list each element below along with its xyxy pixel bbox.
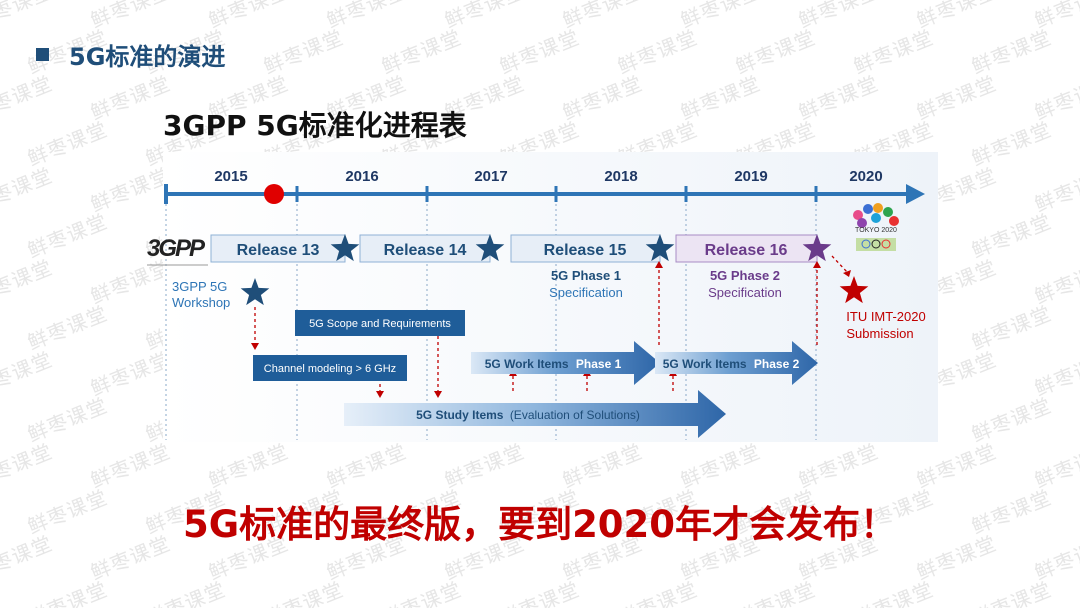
study-items-arrow: 5G Study Items (Evaluation of Solutions) [344, 390, 726, 438]
channel-modeling-bar: Channel modeling > 6 GHz [253, 355, 407, 381]
star-release-15-icon [645, 234, 675, 262]
tokyo-2020-logo: TOKYO 2020 [853, 203, 899, 251]
wi2-phase-label: Phase 2 [754, 357, 800, 371]
release-13-label: Release 13 [237, 242, 320, 259]
phase1-line-2: Specification [549, 285, 623, 300]
year-label-2016: 2016 [345, 168, 378, 185]
workshop-line-2: Workshop [172, 295, 230, 310]
workshop-label: 3GPP 5G Workshop [172, 279, 230, 310]
phase2-line-1: 5G Phase 2 [710, 268, 780, 283]
release-14-label: Release 14 [384, 242, 467, 259]
release-15-label: Release 15 [544, 242, 627, 259]
release-16-label: Release 16 [705, 242, 788, 259]
release-14: Release 14 [359, 234, 491, 263]
scope-label: 5G Scope and Requirements [309, 318, 451, 330]
phase1-line-1: 5G Phase 1 [551, 268, 621, 283]
work-items-phase2-arrow: 5G Work Items Phase 2 [655, 341, 818, 385]
3gpp-logo-text: 3GPP [147, 235, 206, 262]
release-15: Release 15 [510, 234, 661, 263]
3gpp-logo: 3GPP [147, 235, 208, 266]
wi1-phase-label: Phase 1 [576, 357, 622, 371]
year-label-2019: 2019 [734, 168, 767, 185]
itu-line-1: ITU IMT-2020 [846, 309, 925, 324]
svg-text:5G Work Items Phase 2: 5G Work Items Phase 2 [663, 357, 800, 371]
square-bullet-icon [36, 48, 49, 61]
svg-text:5G Study Items (Evaluati: 5G Study Items (Evaluation of Solutions) [416, 408, 640, 422]
tokyo-logo-text: TOKYO 2020 [855, 227, 897, 234]
svg-text:5G Work Items Phase 1: 5G Work Items Phase 1 [485, 357, 622, 371]
dependency-arrows [254, 255, 848, 393]
timeline-axis [164, 184, 925, 204]
year-label-2020: 2020 [849, 168, 882, 185]
chart-title: 3GPP 5G标准化进程表 [163, 109, 467, 142]
wi2-main-label: 5G Work Items [663, 357, 747, 371]
phase2-label: 5G Phase 2 Specification [708, 268, 782, 300]
section-title: 5G标准的演进 [69, 43, 226, 71]
star-release-14-icon [475, 234, 505, 262]
star-release-16-icon [802, 234, 832, 262]
wi1-main-label: 5G Work Items [485, 357, 569, 371]
conclusion-text: 5G标准的最终版，要到2020年才会发布！ [182, 503, 898, 546]
channel-label: Channel modeling > 6 GHz [264, 363, 396, 375]
diagram-background [163, 152, 938, 442]
current-time-marker [264, 184, 284, 204]
phase2-line-2: Specification [708, 285, 782, 300]
year-label-2017: 2017 [474, 168, 507, 185]
work-items-phase1-arrow: 5G Work Items Phase 1 [471, 341, 660, 385]
section-header: 5G标准的演进 [36, 37, 225, 72]
year-label-2015: 2015 [214, 168, 247, 185]
star-itu-icon [839, 276, 869, 304]
itu-label: ITU IMT-2020 Submission [846, 309, 925, 341]
scope-requirements-bar: 5G Scope and Requirements [295, 310, 465, 336]
workshop-line-1: 3GPP 5G [172, 279, 227, 294]
phase1-label: 5G Phase 1 Specification [549, 268, 623, 300]
release-16: Release 16 [675, 234, 818, 263]
star-release-13-icon [330, 234, 360, 262]
year-label-2018: 2018 [604, 168, 637, 185]
star-workshop-icon [240, 278, 270, 306]
release-13: Release 13 [210, 234, 346, 263]
itu-line-2: Submission [846, 326, 913, 341]
si-main-label: 5G Study Items [416, 408, 504, 422]
si-note-label: (Evaluation of Solutions) [510, 408, 640, 422]
